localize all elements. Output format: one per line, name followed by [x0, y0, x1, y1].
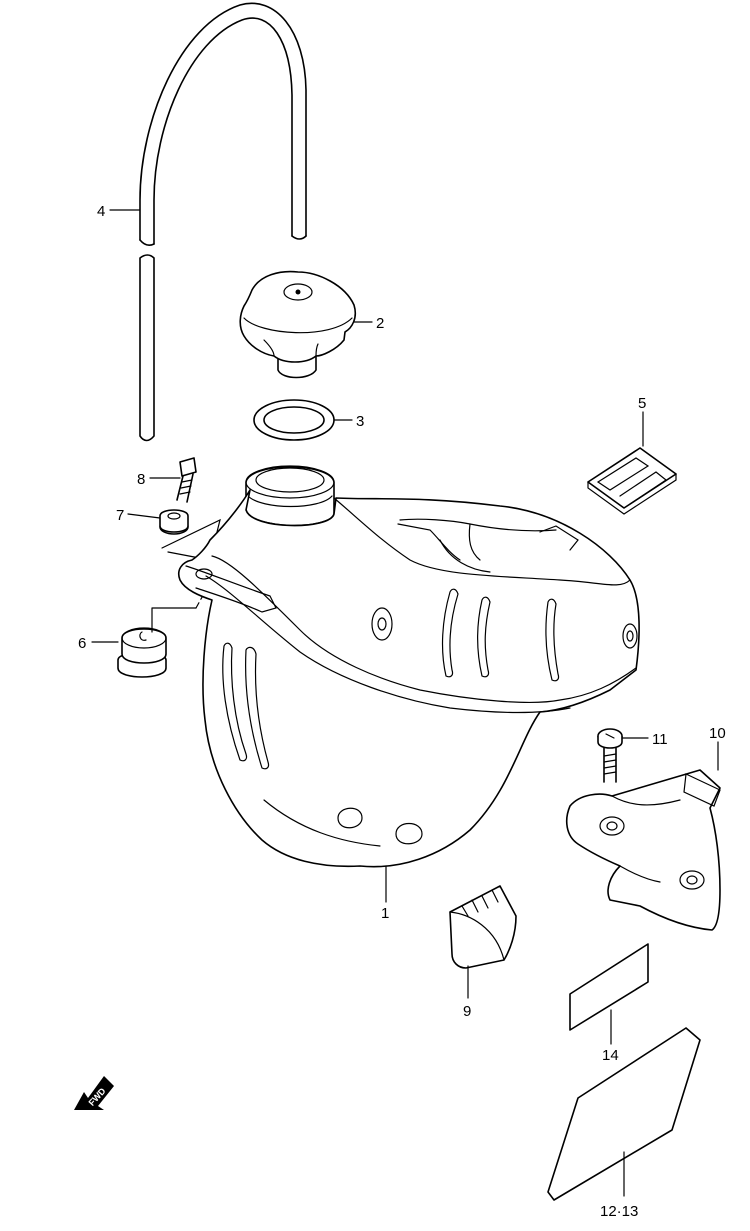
- part-9-pad[interactable]: [449, 885, 517, 969]
- label-2: 2: [376, 315, 384, 332]
- part-1-fuel-tank[interactable]: [177, 465, 640, 868]
- part-2-fuel-cap[interactable]: [239, 270, 357, 379]
- fwd-arrow-icon: FWD: [74, 1076, 114, 1110]
- label-10: 10: [709, 725, 726, 742]
- part-14-label[interactable]: [569, 943, 649, 1031]
- part-3-gasket[interactable]: [253, 399, 335, 441]
- label-5: 5: [638, 395, 646, 412]
- leader-lines: [91, 209, 719, 1197]
- label-8: 8: [137, 471, 145, 488]
- part-4-breather-hose[interactable]: [139, 2, 307, 442]
- part-6-cushion[interactable]: [117, 627, 167, 678]
- part-11-bolt[interactable]: [597, 728, 623, 783]
- part-5-clip[interactable]: [587, 447, 677, 515]
- label-6: 6: [78, 635, 86, 652]
- label-3: 3: [356, 413, 364, 430]
- part-12-13-label[interactable]: [547, 1027, 701, 1201]
- label-14: 14: [602, 1047, 619, 1064]
- part-10-bracket[interactable]: [565, 769, 721, 931]
- part-labels: 4 2 3 5 8 7 6 11 10 1 9 14 12·13: [78, 203, 726, 1220]
- label-12-13: 12·13: [600, 1203, 638, 1220]
- label-4: 4: [97, 203, 105, 220]
- label-1: 1: [381, 905, 389, 922]
- label-9: 9: [463, 1003, 471, 1020]
- part-8-bolt[interactable]: [176, 457, 197, 503]
- label-7: 7: [116, 507, 124, 524]
- part-7-collar[interactable]: [159, 509, 189, 535]
- label-11: 11: [652, 731, 668, 748]
